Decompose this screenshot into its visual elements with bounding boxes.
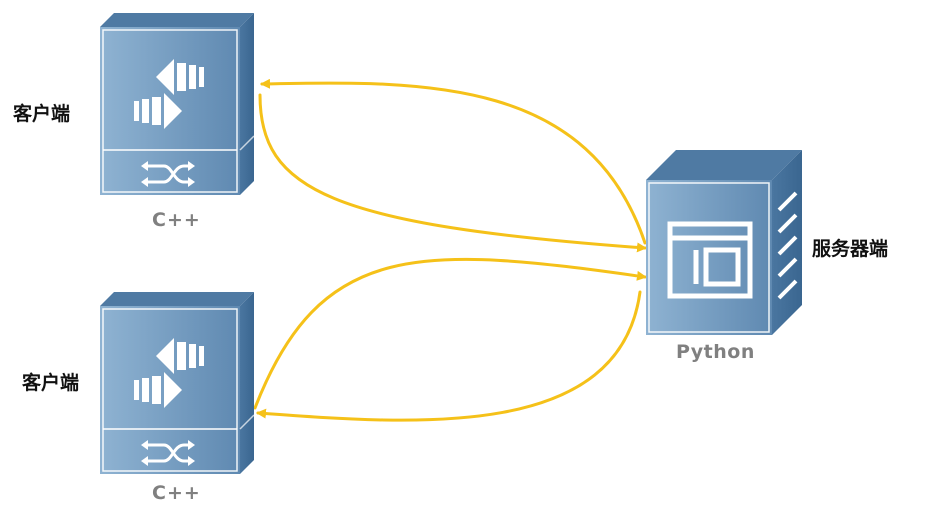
- client-2-role-label: 客户端: [22, 372, 80, 394]
- shuffle-icon: [141, 161, 195, 187]
- two-way-arrows-icon: [134, 59, 204, 129]
- client-device-2: [99, 291, 255, 475]
- client-1-tech-label: C++: [152, 209, 201, 231]
- connector-client-1-to-server: [258, 93, 647, 253]
- connector-client-2-to-server: [253, 257, 647, 410]
- client-2-tech-label: C++: [152, 482, 201, 504]
- two-way-arrows-icon: [134, 338, 204, 408]
- client-device-1: [99, 12, 255, 196]
- vent-stripes: [777, 191, 798, 300]
- connector-lines: [253, 78, 647, 422]
- client-1-role-label: 客户端: [13, 103, 71, 125]
- server-tech-label: Python: [676, 341, 755, 363]
- connector-server-to-client-1: [260, 78, 647, 245]
- server-role-label: 服务器端: [812, 238, 889, 260]
- window-icon: [667, 221, 753, 299]
- shuffle-icon: [141, 440, 195, 466]
- connector-server-to-client-2: [256, 290, 642, 422]
- server-device: [646, 150, 802, 335]
